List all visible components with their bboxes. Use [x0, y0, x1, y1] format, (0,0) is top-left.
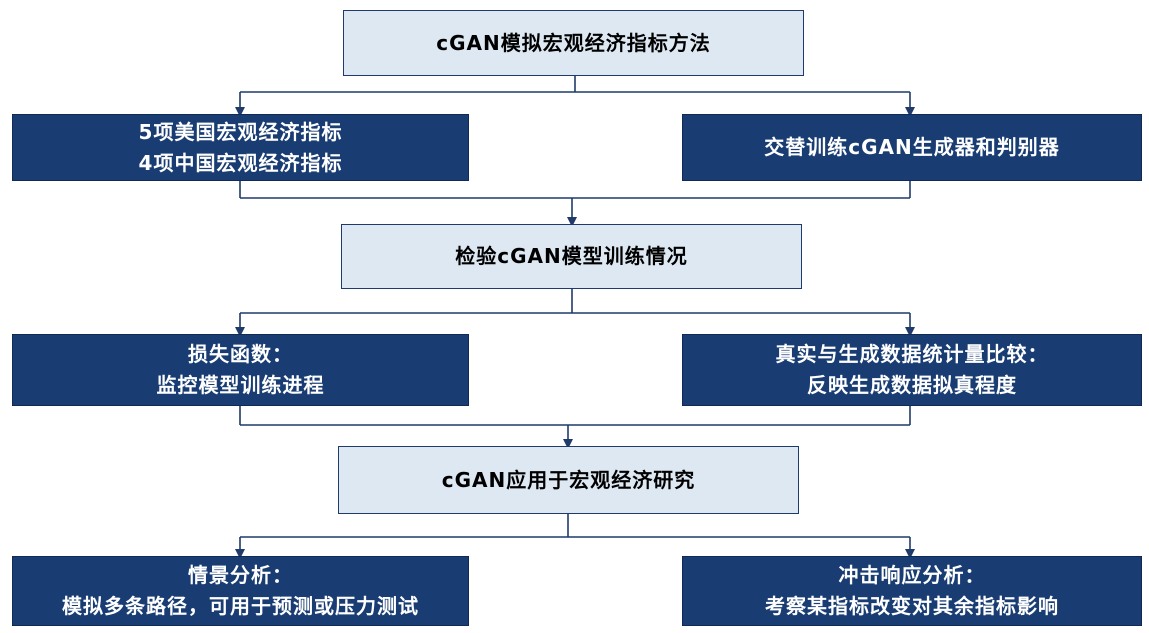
check-text: 检验cGAN模型训练情况 [455, 244, 688, 268]
loss-box: 损失函数： 监控模型训练进程 [12, 334, 469, 406]
scenario-title: 情景分析： [188, 563, 293, 587]
stats-title: 真实与生成数据统计量比较： [775, 342, 1049, 366]
stats-desc: 反映生成数据拟真程度 [807, 373, 1017, 397]
stats-box: 真实与生成数据统计量比较： 反映生成数据拟真程度 [682, 334, 1142, 406]
training-text: 交替训练cGAN生成器和判别器 [764, 135, 1060, 159]
indicators-text-cn: 4项中国宏观经济指标 [138, 150, 343, 175]
indicators-box: 5项美国宏观经济指标 4项中国宏观经济指标 [12, 114, 469, 181]
scenario-desc: 模拟多条路径，可用于预测或压力测试 [62, 594, 419, 618]
loss-title: 损失函数： [188, 342, 293, 366]
impulse-title: 冲击响应分析： [838, 563, 986, 587]
scenario-box: 情景分析： 模拟多条路径，可用于预测或压力测试 [12, 556, 469, 626]
method-box: cGAN模拟宏观经济指标方法 [343, 10, 804, 76]
training-box: 交替训练cGAN生成器和判别器 [682, 114, 1142, 181]
impulse-box: 冲击响应分析： 考察某指标改变对其余指标影响 [682, 556, 1142, 626]
method-text: cGAN模拟宏观经济指标方法 [436, 30, 711, 55]
indicators-text-us: 5项美国宏观经济指标 [138, 119, 343, 144]
check-box: 检验cGAN模型训练情况 [341, 224, 802, 289]
impulse-desc: 考察某指标改变对其余指标影响 [765, 594, 1059, 618]
apply-box: cGAN应用于宏观经济研究 [338, 446, 799, 514]
loss-desc: 监控模型训练进程 [156, 373, 325, 397]
apply-text: cGAN应用于宏观经济研究 [441, 467, 696, 492]
